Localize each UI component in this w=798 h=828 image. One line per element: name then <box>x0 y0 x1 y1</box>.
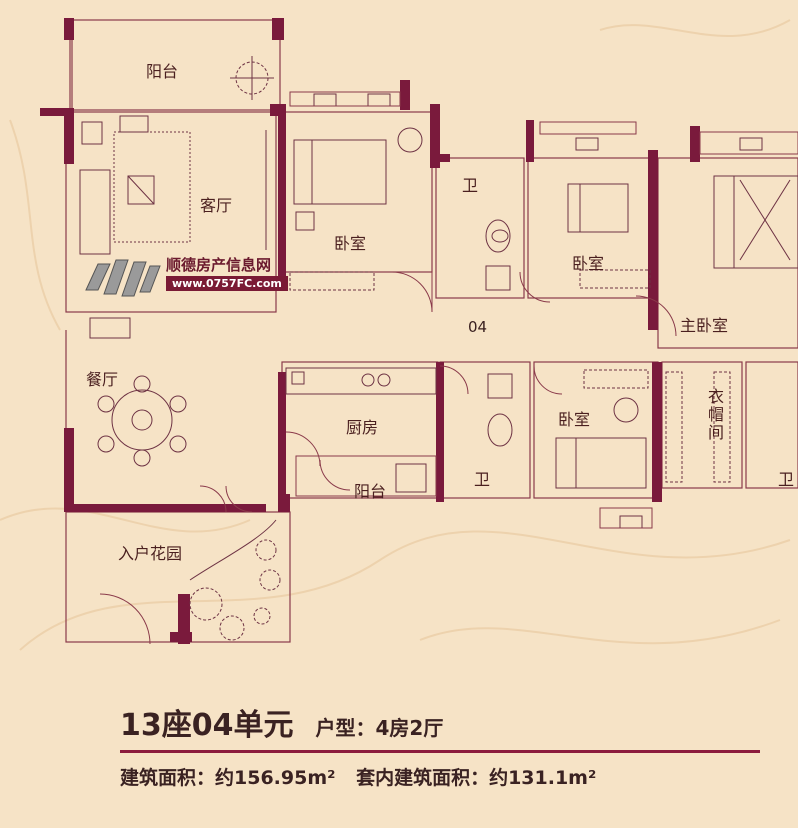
windows <box>289 91 798 529</box>
unit-title: 13座04单元 <box>120 708 294 743</box>
gross-area: 建筑面积：约156.95m² <box>120 767 336 789</box>
divider <box>120 750 760 753</box>
layout-type: 户型：4房2厅 <box>315 716 444 740</box>
room-label-balcony-kitchen: 阳台 <box>354 482 387 501</box>
room-label-bedroom-2: 卧室 <box>572 254 605 273</box>
room-label-balcony-top: 阳台 <box>146 62 179 81</box>
room-label-closet: 衣帽间 <box>705 388 724 442</box>
room-label-bath-1: 卫 <box>462 176 479 195</box>
furniture <box>79 56 798 641</box>
unit-code-label: 04 <box>468 318 488 336</box>
watermark-roof-logo <box>85 259 161 297</box>
unit-info: 13座04单元 户型：4房2厅 建筑面积：约156.95m² 套内建筑面积：约1… <box>120 700 780 790</box>
area-row: 建筑面积：约156.95m² 套内建筑面积：约131.1m² <box>120 763 780 790</box>
room-label-kitchen: 厨房 <box>346 418 379 437</box>
room-label-dining-room: 餐厅 <box>86 370 119 389</box>
title-row: 13座04单元 户型：4房2厅 <box>120 700 780 744</box>
room-label-bath-2: 卫 <box>474 470 491 489</box>
watermark: 顺德房产信息网 www.0757FC.com <box>82 250 292 310</box>
doors <box>99 271 677 645</box>
room-label-living-room: 客厅 <box>200 196 233 215</box>
room-label-bath-3: 卫 <box>778 470 795 489</box>
net-area: 套内建筑面积：约131.1m² <box>356 767 597 789</box>
room-label-bedroom-1: 卧室 <box>334 234 367 253</box>
room-label-master-bedroom: 主卧室 <box>680 316 729 335</box>
walls <box>40 18 700 644</box>
watermark-url: www.0757FC.com <box>166 276 288 291</box>
thin-outlines <box>65 19 798 643</box>
room-label-entrance-garden: 入户花园 <box>118 544 183 563</box>
room-label-bedroom-3: 卧室 <box>558 410 591 429</box>
watermark-site-name: 顺德房产信息网 <box>166 256 272 274</box>
floor-plan-drawing <box>0 18 798 651</box>
